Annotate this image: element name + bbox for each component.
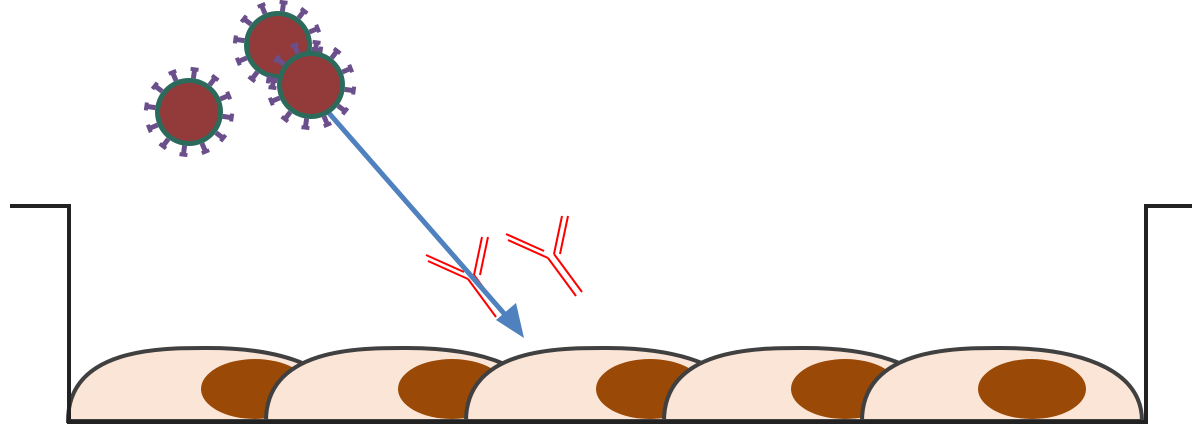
virus-2 <box>146 69 232 155</box>
cell-5 <box>862 348 1142 421</box>
antibody-1 <box>426 237 502 317</box>
cell-nucleus <box>978 359 1086 419</box>
virus-group <box>146 2 354 155</box>
antibody-chain <box>508 240 548 258</box>
cell-monolayer <box>68 348 1142 421</box>
virus-core <box>282 56 340 114</box>
virus-core <box>160 83 218 141</box>
antibody-2 <box>506 216 582 296</box>
infection-arrow <box>328 112 524 338</box>
